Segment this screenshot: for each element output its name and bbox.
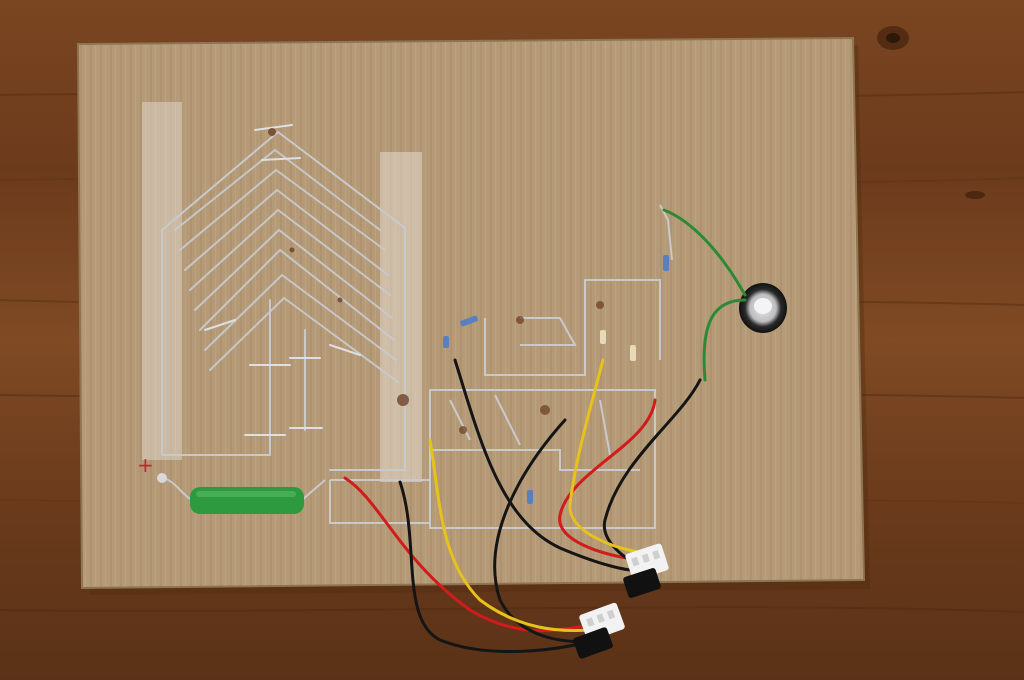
piezo-buzzer	[739, 283, 787, 333]
yellow-wire	[428, 358, 642, 633]
jst-connector-left	[573, 602, 625, 659]
jst-connector-right	[623, 543, 669, 598]
green-wire	[662, 208, 747, 382]
christmas-tree-wire-frame	[161, 124, 409, 471]
plus-marking: +	[137, 453, 154, 477]
black-wire	[398, 358, 702, 653]
power-resistor	[157, 473, 326, 514]
cardboard-sheet	[76, 36, 870, 595]
circuit-wiring	[329, 204, 673, 529]
